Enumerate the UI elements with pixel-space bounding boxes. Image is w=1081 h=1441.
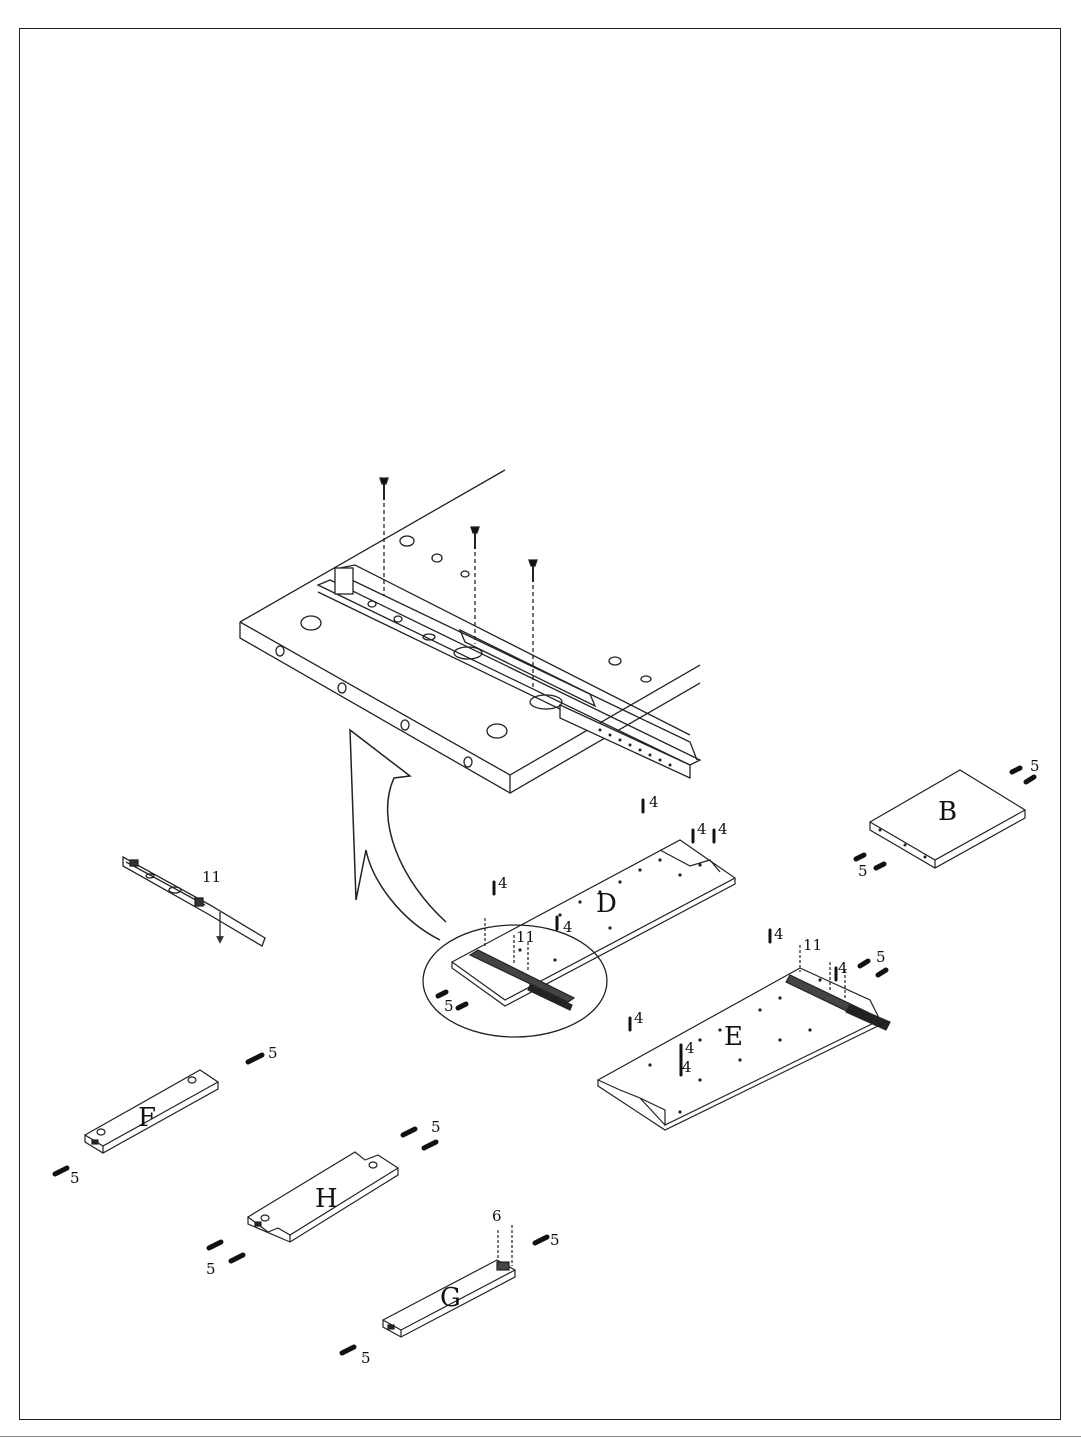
hw-label-4: 4 (697, 820, 707, 838)
part-label-g: G (440, 1283, 461, 1313)
hw-label-4: 4 (563, 918, 573, 936)
dowel-icon (876, 864, 884, 868)
dowel-icon (1026, 777, 1034, 782)
hw-label-5: 5 (444, 997, 454, 1015)
dowel-icon (342, 1347, 354, 1353)
hw-label-5: 5 (431, 1118, 441, 1136)
dowel-icon (248, 1055, 262, 1062)
dowel-icon (458, 1004, 466, 1008)
hw-label-5: 5 (1030, 757, 1040, 775)
hw-label-4: 4 (634, 1009, 644, 1027)
hw-label-4: 4 (718, 820, 728, 838)
part-label-d: D (596, 889, 617, 919)
dowel-icon (878, 970, 886, 975)
hw-label-4: 4 (682, 1058, 692, 1076)
hw-label-5: 5 (550, 1231, 560, 1249)
part-label-b: B (938, 797, 957, 827)
hw-label-6: 6 (492, 1207, 502, 1225)
drawer-slide-part (123, 857, 265, 946)
zoom-arrow (350, 730, 446, 940)
hw-label-5: 5 (70, 1169, 80, 1187)
panel-d (452, 840, 735, 1010)
dowel-icon (55, 1168, 67, 1174)
hw-label-11: 11 (803, 936, 822, 954)
hw-label-4: 4 (774, 925, 784, 943)
hw-label-4: 4 (498, 874, 508, 892)
dowel-icon (231, 1255, 243, 1261)
hw-label-5: 5 (858, 862, 868, 880)
hw-label-4: 4 (838, 959, 848, 977)
dowel-icon (209, 1242, 221, 1248)
dowel-icon (535, 1237, 547, 1243)
detail-circle (423, 925, 607, 1037)
hw-label-5: 5 (876, 948, 886, 966)
detail-view (240, 470, 700, 793)
dowel-icon (1012, 768, 1020, 772)
dowel-icons (55, 768, 1034, 1353)
dowel-icon (438, 992, 446, 996)
screw-icon (529, 560, 537, 690)
hw-label-5: 5 (268, 1044, 278, 1062)
dowel-icon (856, 855, 864, 859)
part-label-e: E (724, 1022, 743, 1052)
panel-g (383, 1225, 515, 1337)
part-label-f: F (138, 1103, 156, 1133)
dowel-icon (403, 1129, 415, 1135)
hw-label-5: 5 (206, 1260, 216, 1278)
part-label-h: H (315, 1184, 338, 1214)
hw-label-11: 11 (516, 928, 535, 946)
dowel-icon (860, 961, 868, 966)
hw-label-4: 4 (685, 1039, 695, 1057)
hw-label-4: 4 (649, 793, 659, 811)
hw-label-5: 5 (361, 1349, 371, 1367)
hw-label-11: 11 (202, 868, 221, 886)
dowel-icon (424, 1142, 436, 1148)
